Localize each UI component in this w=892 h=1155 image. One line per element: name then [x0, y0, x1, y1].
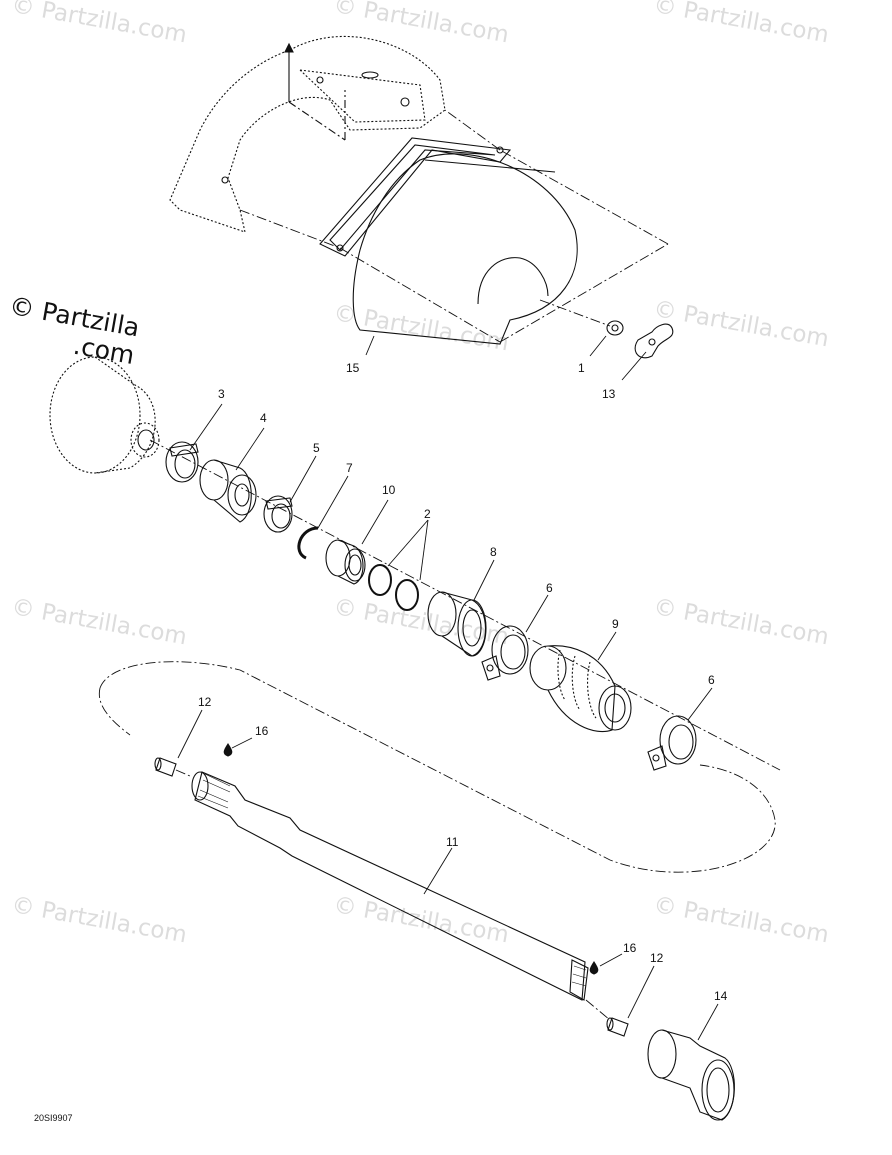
o-ring — [395, 579, 419, 611]
callout-label: 12 — [198, 695, 212, 709]
callout-label: 6 — [708, 673, 715, 687]
callout-label: 11 — [446, 835, 459, 849]
callout-label: 1 — [578, 361, 585, 375]
callout-label: 9 — [612, 617, 619, 631]
diagram-code: 20SI9907 — [34, 1113, 73, 1123]
clamp — [165, 441, 199, 483]
grease-drop-icon — [223, 743, 233, 757]
assembly-lines-top — [239, 109, 669, 343]
callout-label: 15 — [346, 361, 360, 375]
sleeve — [427, 591, 487, 657]
impeller-nose — [647, 1029, 735, 1121]
callout-label: 2 — [424, 507, 431, 521]
coupler — [199, 459, 257, 523]
pump-housing — [49, 356, 160, 474]
callout-label: 5 — [313, 441, 320, 455]
callout-label: 14 — [714, 989, 728, 1003]
callout-label: 6 — [546, 581, 553, 595]
callout-label: 16 — [255, 724, 269, 738]
callout-label: 10 — [382, 483, 396, 497]
grease-drop-icon — [589, 961, 599, 975]
spacer — [325, 539, 366, 585]
clamp — [647, 715, 697, 771]
clamp — [481, 625, 529, 681]
washer — [606, 320, 624, 336]
pin — [154, 757, 177, 777]
callout-label: 13 — [602, 387, 616, 401]
leader-lines — [177, 335, 719, 1041]
clamp — [263, 495, 293, 533]
reverse-gate — [169, 35, 446, 233]
pin — [606, 1017, 629, 1037]
callout-label: 4 — [260, 411, 267, 425]
circlip — [297, 526, 319, 560]
callout-label: 8 — [490, 545, 497, 559]
callout-label: 16 — [623, 941, 637, 955]
drive-shaft — [191, 771, 589, 1001]
nozzle-cover — [319, 137, 578, 345]
callout-label: 7 — [346, 461, 353, 475]
boot — [529, 645, 632, 733]
callout-label: 12 — [650, 951, 664, 965]
wing-nut — [634, 323, 674, 359]
o-ring — [368, 564, 392, 596]
callout-label: 3 — [218, 387, 225, 401]
assembly-loop — [99, 661, 776, 873]
